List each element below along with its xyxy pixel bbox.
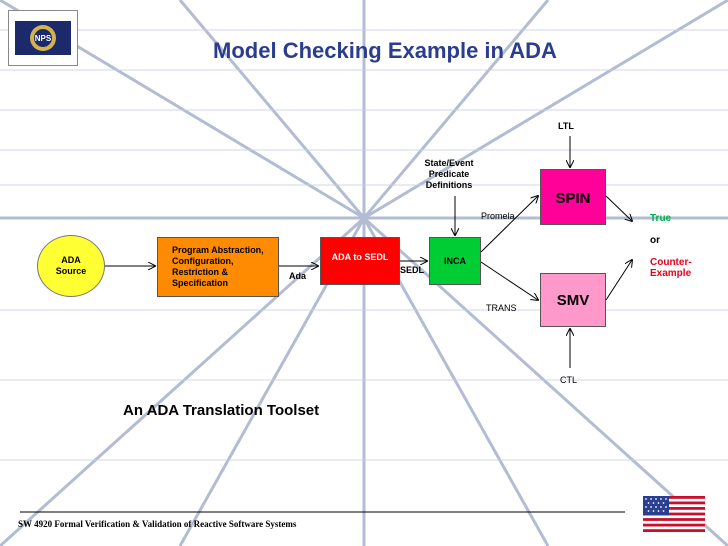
node-ada-to-sedl: ADA to SEDL <box>320 237 400 285</box>
node-ada-source-line-1: ADA <box>61 255 81 265</box>
edge-label-state-event: State/Event Predicate Definitions <box>418 158 480 191</box>
result-counter-line-2: Example <box>650 268 692 279</box>
node-prog-line-4: Specification <box>172 278 229 288</box>
result-counter-line-1: Counter- <box>650 257 692 268</box>
state-event-line-2: Predicate <box>428 169 470 179</box>
node-prog-line-2: Configuration, <box>172 256 234 266</box>
node-prog-line-3: Restriction & <box>172 267 229 277</box>
us-flag-icon <box>643 496 705 532</box>
edge-inca-to-smv <box>480 261 538 300</box>
node-smv: SMV <box>540 273 606 327</box>
edge-spin-to-result <box>605 195 632 221</box>
edge-label-sedl: SEDL <box>400 265 425 275</box>
node-ada-source: ADA Source <box>37 235 105 297</box>
result-true: True <box>650 213 672 224</box>
node-spin: SPIN <box>540 169 606 225</box>
node-ada-source-line-2: Source <box>55 266 87 276</box>
result-counter-example: Counter- Example <box>650 257 692 279</box>
edge-label-ada: Ada <box>289 271 307 281</box>
result-or: or <box>650 235 660 246</box>
edge-label-promela: Promela <box>481 211 515 221</box>
slide-title: Model Checking Example in ADA <box>213 38 557 63</box>
state-event-line-3: Definitions <box>425 180 473 190</box>
node-program-abstraction: Program Abstraction, Configuration, Rest… <box>157 237 279 297</box>
edge-smv-to-result <box>605 260 632 301</box>
edge-inca-to-spin <box>480 196 538 253</box>
edge-label-trans: TRANS <box>486 303 517 313</box>
nps-logo: NPS <box>8 10 78 66</box>
node-inca: INCA <box>429 237 481 285</box>
state-event-line-1: State/Event <box>424 158 474 168</box>
slide-footer: SW 4920 Formal Verification & Validation… <box>18 519 297 529</box>
edge-label-ctl: CTL <box>560 375 578 385</box>
edge-label-ltl: LTL <box>558 121 574 131</box>
logo-text: NPS <box>35 34 52 43</box>
slide-subtitle: An ADA Translation Toolset <box>123 402 320 419</box>
node-prog-line-1: Program Abstraction, <box>172 245 264 255</box>
